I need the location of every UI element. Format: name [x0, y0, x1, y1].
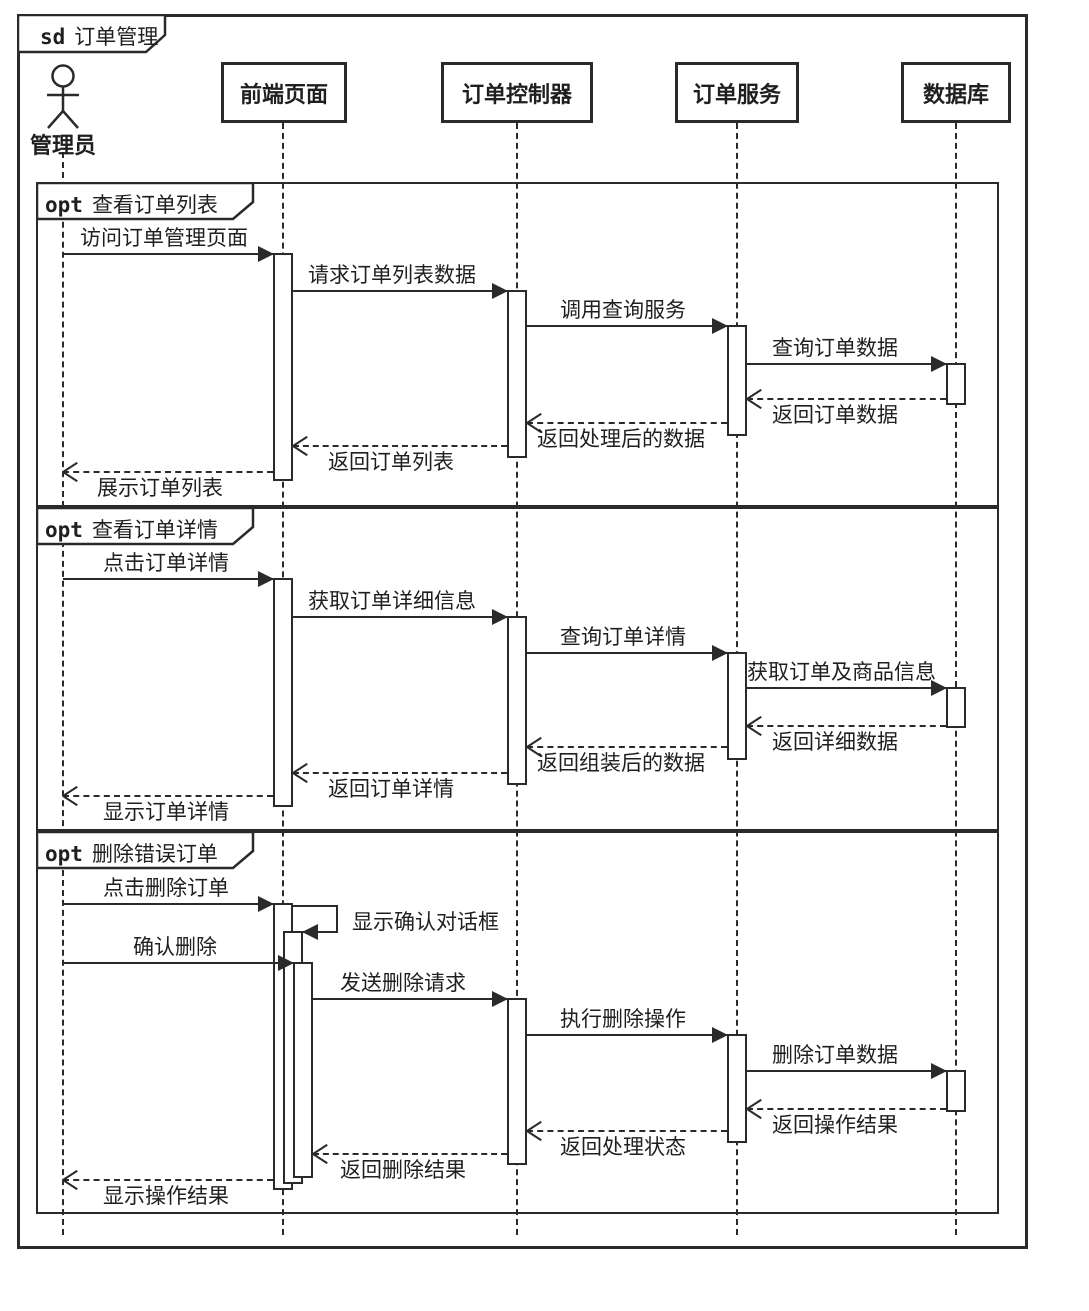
participant-service: 订单服务	[675, 62, 799, 123]
return-arrow	[63, 795, 273, 797]
message-arrow	[293, 609, 508, 625]
message-label: 返回组装后的数据	[537, 751, 705, 775]
activation-bar	[507, 998, 527, 1165]
return-arrow	[527, 422, 727, 424]
participant-frontend: 前端页面	[221, 62, 347, 123]
participant-database: 数据库	[901, 62, 1011, 123]
message-label: 获取订单及商品信息	[747, 660, 936, 684]
activation-bar	[727, 1034, 747, 1143]
message-arrow	[527, 318, 728, 334]
message-label: 返回处理状态	[560, 1135, 686, 1159]
message-label: 显示操作结果	[103, 1184, 229, 1208]
activation-bar	[946, 687, 966, 728]
message-arrow	[747, 1063, 947, 1079]
activation-bar	[293, 962, 313, 1178]
message-label: 查询订单详情	[560, 625, 686, 649]
message-arrow	[63, 896, 274, 912]
fragment-delete-order	[36, 831, 999, 1214]
message-arrow	[63, 246, 274, 262]
return-arrow	[747, 725, 946, 727]
return-arrow	[527, 746, 727, 748]
lifeline-database	[955, 123, 957, 1235]
activation-bar	[507, 616, 527, 785]
message-arrow	[527, 1027, 728, 1043]
message-arrow	[747, 680, 947, 696]
participant-controller-label: 订单控制器	[461, 81, 572, 107]
lifeline-admin	[62, 152, 64, 1235]
opt1-header: opt 查看订单列表	[45, 189, 218, 219]
message-label: 删除订单数据	[772, 1043, 898, 1067]
message-label: 展示订单列表	[97, 476, 223, 500]
return-arrow	[293, 772, 507, 774]
message-arrow	[63, 571, 274, 587]
message-arrow	[63, 955, 294, 971]
return-arrow	[63, 471, 273, 473]
opt2-pentagon	[36, 507, 255, 546]
fragment-view-order-detail	[36, 507, 999, 831]
activation-bar	[946, 363, 966, 405]
opt2-keyword: opt	[45, 518, 83, 542]
opt3-header: opt 删除错误订单	[45, 838, 218, 868]
opt3-keyword: opt	[45, 842, 83, 866]
message-arrow	[293, 283, 508, 299]
fragment-view-order-list	[36, 182, 999, 507]
opt3-label: 删除错误订单	[91, 842, 218, 866]
message-label: 返回订单列表	[328, 450, 454, 474]
activation-bar	[727, 325, 747, 436]
diagram-title: sd 订单管理	[40, 21, 158, 51]
participant-frontend-label: 前端页面	[239, 81, 328, 107]
message-label: 点击删除订单	[103, 876, 229, 900]
message-label: 返回操作结果	[772, 1113, 898, 1137]
message-label: 返回订单详情	[328, 777, 454, 801]
message-label: 发送删除请求	[340, 971, 466, 995]
self-message-out	[293, 905, 338, 907]
message-label: 查询订单数据	[772, 336, 898, 360]
diagram-title-text: 订单管理	[74, 25, 159, 49]
message-label: 返回处理后的数据	[537, 427, 705, 451]
message-label: 请求订单列表数据	[308, 263, 476, 287]
message-label: 确认删除	[133, 935, 217, 959]
participant-service-label: 订单服务	[692, 81, 781, 107]
opt3-pentagon	[36, 831, 255, 870]
activation-bar	[727, 652, 747, 760]
message-label: 执行删除操作	[560, 1007, 686, 1031]
activation-bar	[273, 253, 293, 481]
return-arrow	[313, 1153, 507, 1155]
message-label: 获取订单详细信息	[308, 589, 476, 613]
message-arrow	[527, 645, 728, 661]
self-message-return	[302, 924, 338, 940]
return-arrow	[63, 1179, 273, 1181]
message-label: 点击订单详情	[103, 551, 229, 575]
opt1-keyword: opt	[45, 193, 83, 217]
activation-bar	[507, 290, 527, 458]
diagram-frame	[17, 14, 1028, 1249]
opt1-label: 查看订单列表	[91, 193, 218, 217]
message-label: 返回删除结果	[340, 1158, 466, 1182]
return-arrow	[747, 1108, 946, 1110]
opt2-header: opt 查看订单详情	[45, 514, 218, 544]
message-label: 显示确认对话框	[352, 910, 499, 934]
return-arrow	[293, 445, 507, 447]
message-label: 显示订单详情	[103, 800, 229, 824]
message-arrow	[313, 991, 508, 1007]
diagram-title-pentagon	[17, 14, 167, 54]
return-arrow	[747, 398, 946, 400]
message-label: 访问订单管理页面	[80, 226, 248, 250]
sd-keyword: sd	[40, 25, 66, 49]
return-arrow	[527, 1130, 727, 1132]
message-arrow	[747, 356, 947, 372]
participant-admin-label: 管理员	[29, 133, 96, 158]
message-label: 返回详细数据	[772, 730, 898, 754]
actor-icon	[47, 64, 79, 129]
activation-bar	[946, 1070, 966, 1112]
activation-bar	[273, 578, 293, 807]
self-message-side	[336, 905, 338, 932]
message-label: 返回订单数据	[772, 403, 898, 427]
participant-controller: 订单控制器	[441, 62, 593, 123]
opt2-label: 查看订单详情	[91, 518, 218, 542]
message-label: 调用查询服务	[560, 298, 686, 322]
opt1-pentagon	[36, 182, 255, 221]
participant-database-label: 数据库	[922, 81, 989, 107]
